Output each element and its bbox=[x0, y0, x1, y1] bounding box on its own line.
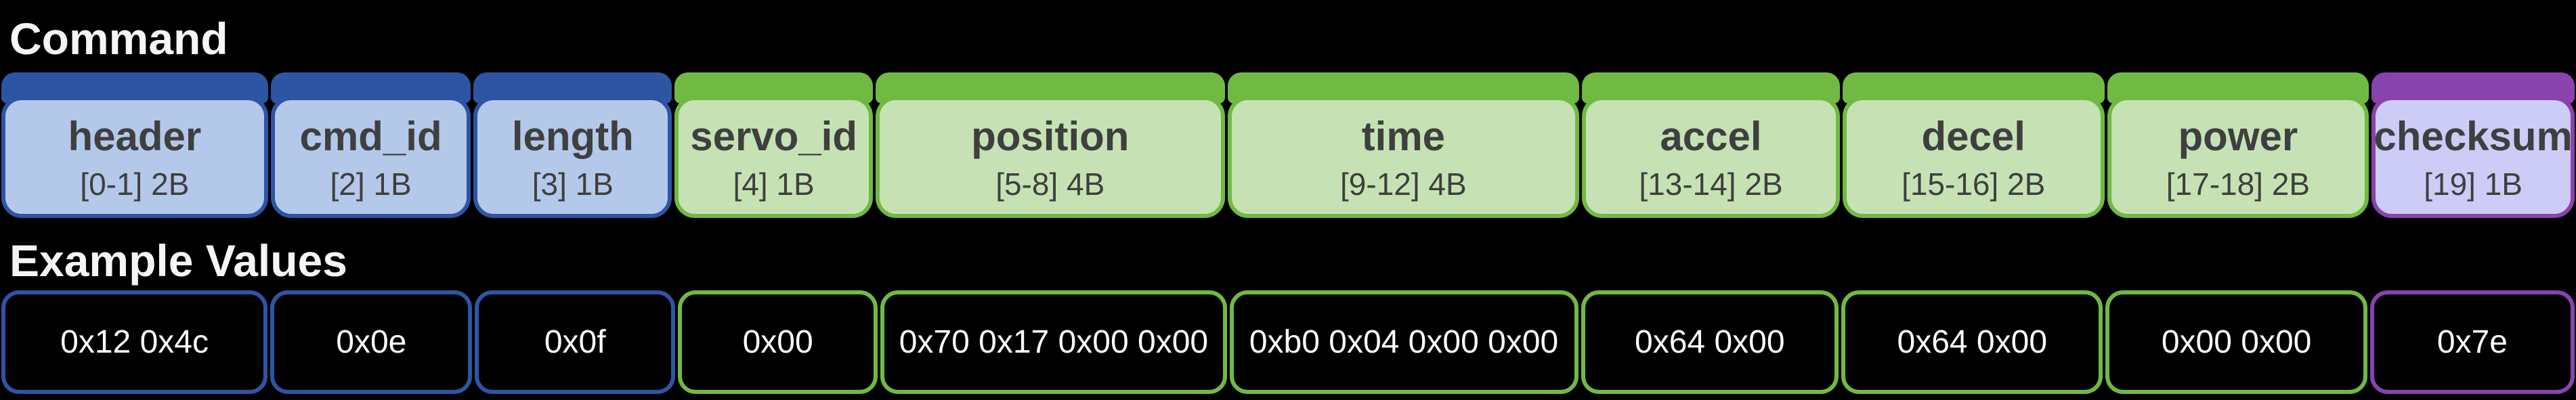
field-box: length [3] 1B bbox=[473, 96, 672, 218]
field-example-value: 0x0e bbox=[336, 324, 407, 360]
field-box: cmd_id [2] 1B bbox=[270, 96, 471, 218]
field-example-value: 0x0f bbox=[544, 324, 606, 360]
value-box: 0xb0 0x04 0x00 0x00 bbox=[1229, 290, 1579, 394]
field-column: accel [13-14] 2B bbox=[1582, 72, 1840, 218]
field-byte-range: [15-16] 2B bbox=[1902, 166, 2046, 202]
field-byte-range: [0-1] 2B bbox=[80, 166, 190, 202]
field-example-value: 0x64 0x00 bbox=[1635, 324, 1785, 360]
field-box: header [0-1] 2B bbox=[1, 96, 268, 218]
field-column: header [0-1] 2B bbox=[1, 72, 268, 218]
field-column: length [3] 1B bbox=[473, 72, 672, 218]
field-byte-range: [19] 1B bbox=[2424, 166, 2523, 202]
field-byte-range: [13-14] 2B bbox=[1639, 166, 1783, 202]
field-byte-range: [5-8] 4B bbox=[995, 166, 1105, 202]
field-box: accel [13-14] 2B bbox=[1582, 96, 1840, 218]
field-name: accel bbox=[1660, 113, 1762, 159]
value-box: 0x70 0x17 0x00 0x00 bbox=[880, 290, 1227, 394]
field-byte-range: [17-18] 2B bbox=[2166, 166, 2311, 202]
field-example-value: 0x00 bbox=[742, 324, 813, 360]
value-box: 0x0f bbox=[475, 290, 675, 394]
field-name: time bbox=[1361, 113, 1446, 159]
field-name: checksum bbox=[2374, 113, 2573, 159]
field-name: length bbox=[511, 113, 634, 159]
field-name: servo_id bbox=[690, 113, 857, 159]
field-example-value: 0x12 0x4c bbox=[60, 324, 209, 360]
field-example-value: 0x7e bbox=[2437, 324, 2508, 360]
field-column: position [5-8] 4B bbox=[875, 72, 1225, 218]
field-byte-range: [2] 1B bbox=[330, 166, 412, 202]
field-box: servo_id [4] 1B bbox=[674, 96, 873, 218]
field-box: power [17-18] 2B bbox=[2107, 96, 2369, 218]
value-box: 0x00 0x00 bbox=[2105, 290, 2367, 394]
field-row: header [0-1] 2B cmd_id [2] 1B length [3]… bbox=[1, 72, 2575, 218]
value-row: 0x12 0x4c 0x0e 0x0f 0x00 0x70 0x17 0x00 … bbox=[1, 290, 2575, 394]
field-byte-range: [4] 1B bbox=[733, 166, 815, 202]
field-column: servo_id [4] 1B bbox=[674, 72, 873, 218]
field-name: power bbox=[2178, 113, 2298, 159]
field-name: header bbox=[68, 113, 202, 159]
value-box: 0x64 0x00 bbox=[1841, 290, 2103, 394]
field-name: position bbox=[971, 113, 1130, 159]
section-title-example-values: Example Values bbox=[9, 236, 347, 286]
section-title-command: Command bbox=[9, 14, 228, 64]
field-example-value: 0x00 0x00 bbox=[2161, 324, 2312, 360]
field-column: cmd_id [2] 1B bbox=[270, 72, 471, 218]
value-box: 0x64 0x00 bbox=[1581, 290, 1839, 394]
field-box: checksum [19] 1B bbox=[2371, 96, 2575, 218]
value-box: 0x12 0x4c bbox=[1, 290, 268, 394]
field-column: checksum [19] 1B bbox=[2371, 72, 2575, 218]
field-byte-range: [3] 1B bbox=[532, 166, 614, 202]
field-box: decel [15-16] 2B bbox=[1842, 96, 2105, 218]
field-name: cmd_id bbox=[299, 113, 442, 159]
field-example-value: 0x70 0x17 0x00 0x00 bbox=[899, 324, 1209, 360]
field-column: power [17-18] 2B bbox=[2107, 72, 2369, 218]
value-box: 0x0e bbox=[270, 290, 473, 394]
value-box: 0x7e bbox=[2369, 290, 2575, 394]
field-column: decel [15-16] 2B bbox=[1842, 72, 2105, 218]
field-column: time [9-12] 4B bbox=[1227, 72, 1580, 218]
field-byte-range: [9-12] 4B bbox=[1340, 166, 1467, 202]
field-box: position [5-8] 4B bbox=[875, 96, 1225, 218]
field-box: time [9-12] 4B bbox=[1227, 96, 1580, 218]
field-example-value: 0x64 0x00 bbox=[1897, 324, 2048, 360]
field-example-value: 0xb0 0x04 0x00 0x00 bbox=[1249, 324, 1559, 360]
value-box: 0x00 bbox=[677, 290, 878, 394]
field-name: decel bbox=[1921, 113, 2025, 159]
